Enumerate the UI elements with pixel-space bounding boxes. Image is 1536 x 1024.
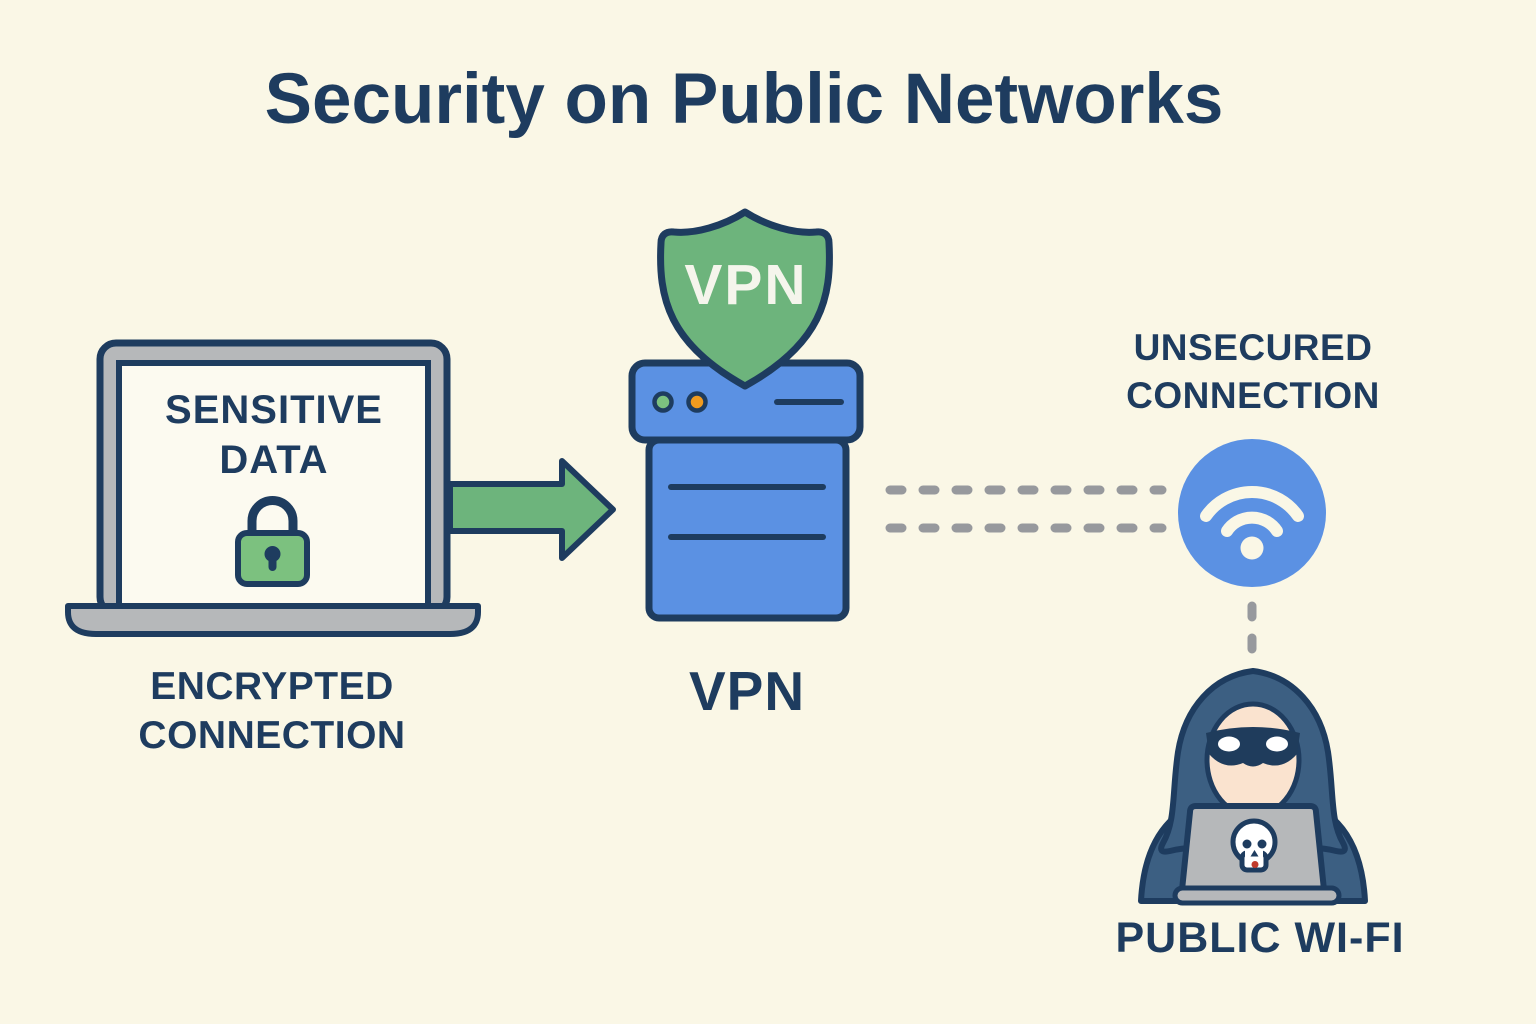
wifi-icon (1178, 439, 1326, 587)
unsecured-connection-line2: CONNECTION (1126, 375, 1380, 416)
server-led-green (652, 391, 674, 413)
encrypted-connection-label: ENCRYPTED CONNECTION (138, 662, 405, 760)
arrow-right-icon (447, 458, 616, 561)
shield-icon (657, 208, 833, 390)
server-icon (628, 359, 864, 622)
unsecured-connection-line1: UNSECURED (1133, 327, 1373, 368)
dashed-line-horizontal (885, 485, 1167, 533)
encrypted-connection-line1: ENCRYPTED (150, 665, 394, 708)
server-led-orange (686, 391, 708, 413)
skull-icon (1230, 818, 1278, 873)
vpn-caption: VPN (688, 660, 806, 722)
unsecured-connection-label: UNSECURED CONNECTION (1126, 324, 1380, 420)
sensitive-data-line2: DATA (219, 438, 329, 482)
sensitive-data-label: SENSITIVE DATA (165, 385, 383, 485)
vpn-shield-label: VPN (684, 253, 808, 317)
page-title: Security on Public Networks (264, 60, 1224, 139)
hacker-icon (1138, 668, 1368, 906)
sensitive-data-line1: SENSITIVE (165, 388, 383, 432)
encrypted-connection-line2: CONNECTION (138, 714, 406, 757)
public-wifi-label: PUBLIC WI-FI (1115, 914, 1405, 962)
laptop-icon (65, 339, 481, 637)
padlock-icon (235, 496, 310, 587)
